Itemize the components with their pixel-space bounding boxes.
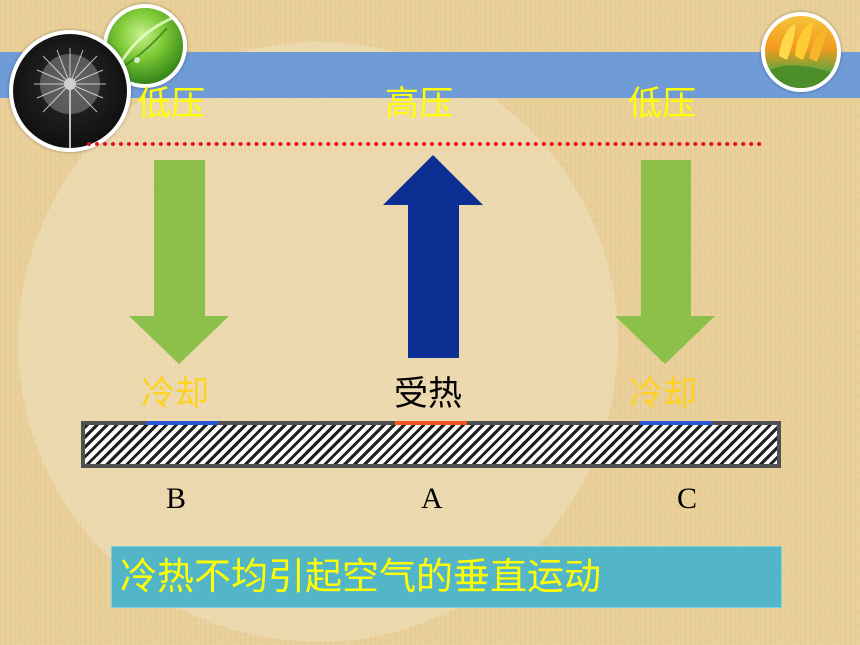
orange-flower-photo-icon (761, 12, 841, 92)
point-label-b: B (166, 482, 187, 515)
rising-air-arrow-center (383, 155, 483, 358)
point-label-a: A (421, 482, 443, 515)
temperature-label-left: 冷却 (141, 374, 209, 414)
heated-surface-mark-center (395, 421, 467, 425)
pressure-label-left: 低压 (137, 84, 205, 124)
sinking-air-arrow-left (129, 160, 229, 364)
pressure-label-right: 低压 (628, 84, 696, 124)
pressure-label-center: 高压 (385, 84, 453, 124)
point-label-c: C (677, 482, 698, 515)
pressure-level-dotted-line (87, 142, 762, 146)
ground-surface-hatched-bar (81, 421, 781, 468)
sinking-air-arrow-right (615, 160, 715, 364)
temperature-label-right: 冷却 (629, 374, 697, 414)
caption-box: 冷热不均引起空气的垂直运动 (111, 546, 782, 608)
caption-text: 冷热不均引起空气的垂直运动 (120, 555, 601, 598)
cool-surface-mark-left (146, 421, 218, 425)
cool-surface-mark-right (640, 421, 712, 425)
dandelion-photo-icon (9, 30, 131, 152)
temperature-label-center: 受热 (394, 374, 462, 414)
